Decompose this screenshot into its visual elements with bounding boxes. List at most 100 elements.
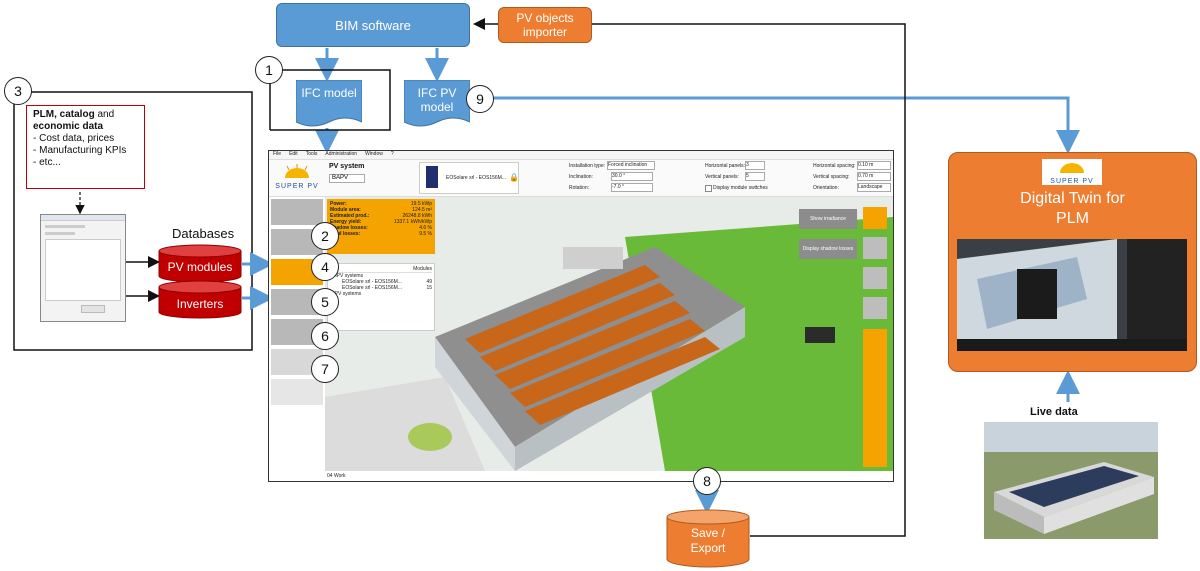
app-menu-bar: File Edit Tools Administration Window ? [269,151,893,160]
display-shadow-button[interactable]: Display shadow losses [799,239,857,259]
step-2-marker: 2 [311,222,339,250]
digital-twin-box: SUPER PV Digital Twin for PLM [948,152,1197,372]
inclination-input[interactable]: 30.0 ° [611,172,653,181]
ifc-model-doc [296,80,362,127]
pv-importer-label: PV objects importer [516,11,574,39]
show-irradiance-button[interactable]: Show irradiance [799,209,857,229]
plm-title: PLM, catalog and [33,109,115,120]
step-4-marker: 4 [311,253,339,281]
menu-edit[interactable]: Edit [289,151,298,157]
step-3-marker: 3 [4,77,32,105]
ifc-pv-model-doc [404,80,470,127]
zoom-extent-icon[interactable] [863,297,887,319]
module-name: EOSolare srl - EOS156M... [446,175,507,181]
bim-software-label: BIM software [335,17,411,33]
menu-window[interactable]: Window [365,151,383,157]
pv-modules-db [158,244,242,283]
stat-value: 4.6 % [419,225,432,231]
horizontal-panels-input[interactable]: 3 [745,161,765,170]
stat-label: Shadow losses: [330,225,368,231]
refresh-icon[interactable] [863,207,887,229]
vertical-spacing-input[interactable]: 0.70 m [857,172,891,181]
super-pv-app-window: File Edit Tools Administration Window ? … [268,150,894,482]
pv-system-select[interactable]: BAPV [329,174,365,183]
arrow-ifcpv-to-twin [492,96,1080,154]
bracket-3 [13,91,253,351]
live-data-label: Live data [1030,406,1078,418]
tree-count: 15 [426,285,432,291]
pv-modules-db-label: PV modules [167,260,233,274]
bracket-1 [270,69,391,131]
sun-logo-icon [285,164,309,178]
horizontal-panels-label: Horizontal panels: [705,163,746,169]
live-data-photo [984,422,1158,539]
plm-item: - Manufacturing KPIs [33,145,127,156]
tree-item[interactable]: BAPV systems [330,273,364,279]
zoom-slider[interactable] [863,329,887,467]
orientation-label: Orientation: [813,185,839,191]
display-switches-label: Display module switches [713,185,768,191]
tree-header: Modules [330,266,432,273]
pv-objects-importer-box: PV objects importer [498,7,592,43]
twin-screenshot [957,239,1187,351]
menu-help[interactable]: ? [390,151,394,157]
tree-item[interactable]: EOSolare srl - EOS156M... [342,285,403,291]
save-export-label: Save / Export [690,526,726,555]
twin-logo-text: SUPER PV [1050,178,1094,185]
stat-value: 19.5 kWp [410,201,432,207]
plm-title-2: economic data [33,121,104,132]
down-arrow-icon[interactable] [863,267,887,289]
digital-twin-title: Digital Twin for PLM [1020,190,1125,227]
catalog-form-window [40,214,126,322]
status-bar: 04 Work [327,473,346,479]
stat-label: Total losses: [330,231,361,237]
step-9-marker: 9 [466,85,494,113]
bim-software-box: BIM software [276,3,470,47]
stat-label: Module area: [330,207,361,213]
vertical-panels-label: Vertical panels: [705,174,739,180]
display-switches-checkbox[interactable] [705,185,712,192]
pan-icon[interactable] [863,237,887,259]
vertical-panels-input[interactable]: 5 [745,172,765,181]
rotation-label: Rotation: [569,185,590,191]
modules-tree-panel: Modules BAPV systems EOSolare srl - EOS1… [327,263,435,331]
stat-value: 124.5 m² [412,207,432,213]
horizontal-spacing-label: Horizontal spacing: [813,163,856,169]
stat-label: Estimated prod.: [330,213,370,219]
stat-value: 9.5 % [419,231,432,237]
lock-icon[interactable]: 🔒 [509,173,519,182]
plm-catalog-box: PLM, catalog and economic data - Cost da… [26,105,145,189]
pv-system-label: PV system [329,163,365,170]
databases-title: Databases [172,226,235,241]
stat-value: 26248.8 kWh [402,213,432,219]
stat-value: 1337.1 kWh/kWp [393,219,432,225]
menu-tools[interactable]: Tools [305,151,318,157]
ifc-pv-model-label: IFC PV model [417,86,457,114]
app-toolbar: SUPER PV PV system BAPV EOSolare srl - E… [269,160,893,197]
horizontal-spacing-input[interactable]: 0.10 m [857,161,891,170]
super-pv-logo: SUPER PV [275,164,319,190]
ifc-model-label: IFC model [301,86,357,100]
tree-item[interactable]: BIPV systems [330,291,362,297]
stats-panel: Power:19.5 kWp Module area:124.5 m² Esti… [327,199,435,254]
twin-logo: SUPER PV [1042,159,1102,185]
tool-report[interactable] [271,379,323,405]
tool-solar-angles[interactable] [271,199,323,225]
tree-count: 49 [426,279,432,285]
plm-item: - etc... [33,157,61,168]
step-6-marker: 6 [311,322,339,350]
orientation-select[interactable]: Landscape [857,183,891,192]
inverters-db-label: Inverters [176,297,224,311]
step-8-marker: 8 [693,467,721,495]
rotation-input[interactable]: -7.0 ° [611,183,653,192]
stat-label: Energy yield: [330,219,362,225]
super-pv-logo-text: SUPER PV [275,183,319,190]
plm-item: - Cost data, prices [33,133,115,144]
module-preview[interactable]: EOSolare srl - EOS156M... [419,162,519,194]
menu-file[interactable]: File [273,151,282,157]
tree-item[interactable]: EOSolare srl - EOS156M... [342,279,403,285]
vertical-spacing-label: Vertical spacing: [813,174,850,180]
menu-administration[interactable]: Administration [325,151,358,157]
installation-type-select[interactable]: Forced inclination [607,161,655,170]
